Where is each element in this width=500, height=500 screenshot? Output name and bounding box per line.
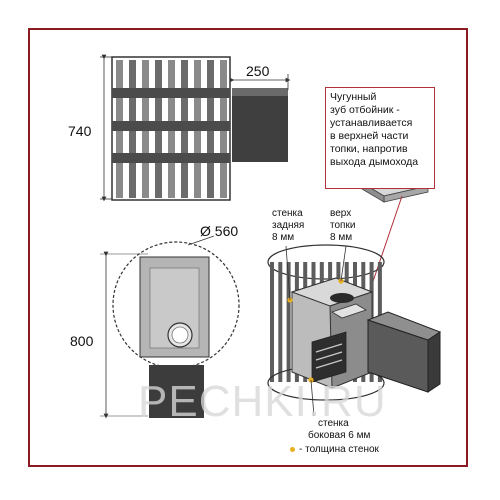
cage-band-upper	[112, 88, 230, 98]
dim-chimney-length: 250	[246, 63, 270, 79]
legend: - толщина стенок	[290, 444, 379, 455]
front-view: 250 740	[68, 54, 291, 202]
diagram-frame	[28, 28, 468, 467]
deflector-callout: Чугунный зуб отбойник - устанавливается …	[325, 87, 435, 189]
iso-cage-bar	[278, 262, 283, 382]
cage-band-lower	[112, 153, 230, 163]
watermark: PECHKI.RU	[138, 377, 387, 426]
svg-text:8 мм: 8 мм	[272, 232, 294, 243]
svg-text:топки: топки	[330, 220, 355, 231]
callout-line: зуб отбойник -	[330, 104, 400, 116]
label-side-wall: стенка боковая 6 мм	[308, 418, 371, 441]
legend-dot-icon	[290, 446, 295, 452]
iso-stove	[267, 244, 442, 417]
iso-cage-bar	[286, 262, 291, 382]
cage-band-middle	[112, 121, 230, 131]
callout-line: устанавливается	[330, 117, 413, 129]
svg-text:боковая 6 мм: боковая 6 мм	[308, 429, 371, 441]
legend-text: - толщина стенок	[299, 444, 379, 455]
dim-height-bottom: 800	[70, 333, 94, 349]
callout-line: топки, напротив	[330, 143, 408, 155]
callout-line: выхода дымохода	[330, 156, 419, 168]
svg-text:8 мм: 8 мм	[330, 232, 352, 243]
top-view: 800 Ø 560	[70, 223, 240, 419]
iso-cage-bar	[270, 262, 274, 382]
svg-text:стенка: стенка	[272, 208, 303, 219]
firebox-mouth	[149, 365, 204, 418]
callout-line: Чугунный	[330, 91, 377, 103]
dim-height-top: 740	[68, 123, 92, 139]
svg-text:стенка: стенка	[318, 418, 349, 429]
label-back-wall: стенка задняя 8 мм	[272, 208, 304, 243]
svg-text:верх: верх	[330, 208, 351, 219]
dim-diameter: Ø 560	[200, 223, 238, 239]
svg-text:задняя: задняя	[272, 220, 304, 231]
label-top: верх топки 8 мм	[330, 208, 355, 243]
chimney-pipe	[232, 88, 288, 162]
callout-line: в верхней части	[330, 130, 409, 142]
